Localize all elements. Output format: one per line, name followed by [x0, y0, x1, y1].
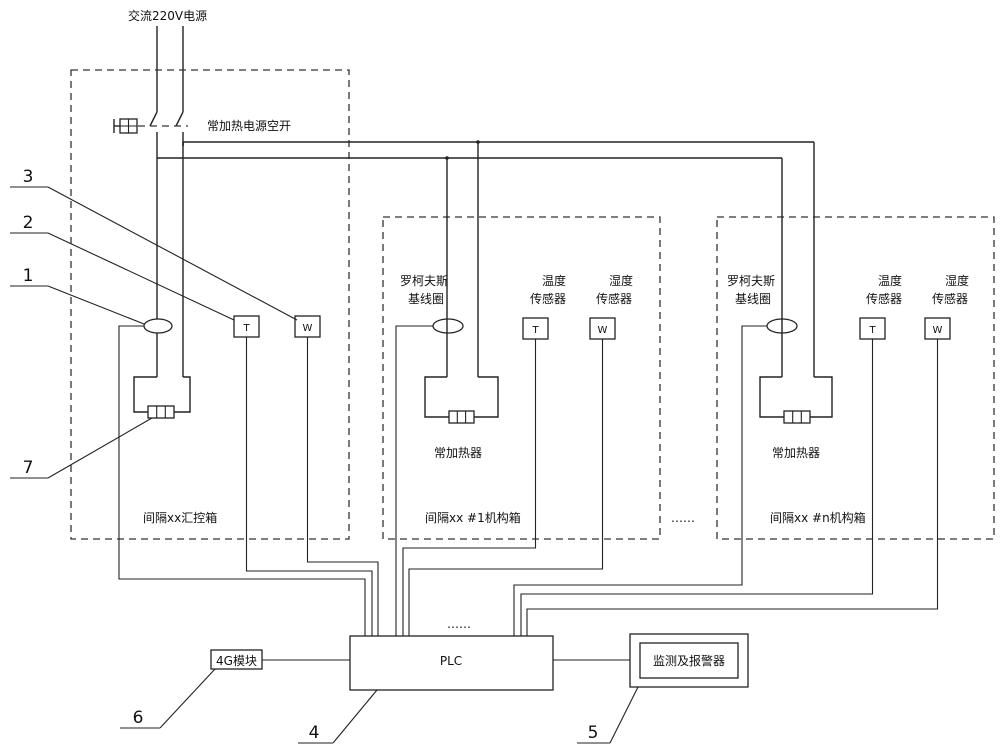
- callout-1: 1: [10, 266, 145, 325]
- mech1-humidity-label-1: 湿度: [609, 273, 633, 288]
- control-box-enclosure: [70, 69, 350, 540]
- mechn-heater: [759, 142, 833, 424]
- mech1-humidity-sensor: W: [589, 317, 616, 340]
- mechn-temp-label-1: 温度: [878, 273, 902, 288]
- callout-4: 4: [298, 689, 378, 744]
- breaker-switch: [113, 26, 188, 146]
- control-box-rogowski-coil: [143, 318, 173, 334]
- mech1-humidity-label-2: 传感器: [596, 291, 632, 306]
- ellipsis-plc: ……: [447, 617, 471, 631]
- breaker-label: 常加热电源空开: [207, 119, 291, 133]
- signal-wiring: [118, 325, 939, 636]
- power-source-label: 交流220V电源: [128, 8, 207, 23]
- mechn-rogowski-label-2: 基线圈: [735, 292, 771, 306]
- callout-5: 5: [577, 686, 639, 744]
- mechn-humidity-sensor: W: [924, 317, 951, 340]
- mech-box-1-enclosure: [382, 216, 661, 540]
- mechn-humidity-label-1: 湿度: [945, 273, 969, 288]
- mech1-rogowski-label-2: 基线圈: [408, 292, 444, 306]
- svg-text:W: W: [933, 325, 943, 336]
- callout-7: 7: [10, 417, 153, 479]
- svg-text:监测及报警器: 监测及报警器: [653, 653, 725, 668]
- mech1-temp-sensor: T: [522, 317, 549, 340]
- mechn-temp-label-2: 传感器: [866, 291, 902, 306]
- callout-3: 3: [10, 167, 298, 321]
- module-4g: 4G模块: [210, 649, 350, 670]
- svg-text:6: 6: [133, 708, 144, 728]
- svg-text:4: 4: [309, 723, 320, 743]
- monitor-alarm: 监测及报警器: [553, 633, 749, 688]
- svg-text:W: W: [303, 323, 313, 334]
- svg-text:2: 2: [23, 213, 34, 233]
- svg-text:W: W: [598, 325, 608, 336]
- mech1-heater: [424, 142, 499, 424]
- svg-text:7: 7: [23, 458, 34, 478]
- control-box-heater: [133, 376, 191, 419]
- plc-box: PLC: [349, 635, 554, 691]
- mechn-title: 间隔xx #n机构箱: [770, 510, 866, 525]
- mech1-temp-label-1: 温度: [542, 273, 566, 288]
- mech1-title: 间隔xx #1机构箱: [425, 510, 521, 525]
- mech1-temp-label-2: 传感器: [530, 291, 566, 306]
- callout-2: 2: [10, 213, 235, 321]
- svg-text:T: T: [868, 325, 876, 336]
- svg-text:4G模块: 4G模块: [216, 654, 257, 668]
- svg-text:T: T: [242, 323, 250, 334]
- svg-text:T: T: [531, 325, 539, 336]
- mechn-rogowski-label-1: 罗柯夫斯: [727, 274, 775, 288]
- mech-box-n-enclosure: [716, 216, 995, 540]
- control-box-temp-sensor: T: [233, 315, 260, 338]
- mechn-humidity-label-2: 传感器: [932, 291, 968, 306]
- control-box-humidity-sensor: W: [294, 315, 321, 338]
- mech1-heater-label: 常加热器: [434, 446, 482, 460]
- svg-text:1: 1: [23, 266, 34, 286]
- ellipsis-between-boxes: ……: [671, 511, 695, 525]
- callout-6: 6: [120, 668, 216, 729]
- mech1-rogowski-label-1: 罗柯夫斯: [400, 274, 448, 288]
- mechn-heater-label: 常加热器: [772, 446, 820, 460]
- svg-text:3: 3: [23, 167, 34, 187]
- power-bus: [156, 140, 814, 377]
- mech1-rogowski-coil: [432, 318, 464, 334]
- svg-text:PLC: PLC: [440, 654, 462, 668]
- mechn-temp-sensor: T: [859, 317, 886, 340]
- control-box-title: 间隔xx汇控箱: [143, 510, 217, 525]
- svg-text:5: 5: [588, 723, 599, 743]
